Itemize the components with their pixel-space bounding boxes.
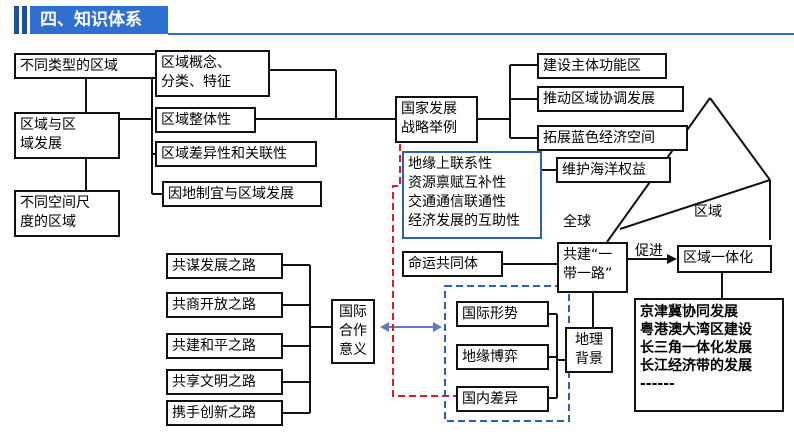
community-box: 命运共同体	[402, 251, 503, 277]
arrowhead	[433, 322, 442, 332]
header-accent-bar	[22, 6, 27, 34]
regional-label: 区域	[694, 204, 722, 220]
box-label: 携手创新之路	[172, 405, 256, 421]
box-label: 国家发展	[401, 101, 457, 117]
box-label: 国际	[339, 304, 367, 320]
adapt-box: 因地制宜与区域发展	[162, 181, 322, 207]
box-label: 建设主体功能区	[543, 58, 641, 74]
box-label: 共享文明之路	[172, 374, 256, 390]
section-title: 四、知识体系	[30, 6, 168, 34]
box-label: 共建“一	[563, 247, 613, 263]
box-label: 资源禀赋互补性	[408, 175, 506, 191]
example-item: ------	[640, 376, 675, 392]
header-accent-bar	[14, 6, 19, 34]
box-label: 背景	[575, 351, 603, 367]
integration-examples-box: 京津冀协同发展 粤港澳大湾区建设 长三角一体化发展 长江经济带的发展 -----…	[634, 298, 784, 412]
path-box: 共商开放之路	[166, 292, 283, 318]
box-label: 战略举例	[401, 120, 457, 136]
integrity-box: 区域整体性	[155, 107, 256, 133]
integration-box: 区域一体化	[677, 245, 772, 273]
path-box: 共享文明之路	[166, 369, 283, 395]
path-box: 共谋发展之路	[166, 253, 283, 279]
scale-region-box: 不同空间尺 度的区域	[14, 190, 120, 237]
example-item: 长江经济带的发展	[640, 358, 752, 374]
box-label: 共谋发展之路	[172, 258, 256, 274]
concepts-box: 区域概念、 分类、特征	[155, 50, 270, 97]
geography-background-box: 地理 背景	[565, 327, 613, 373]
strategy-item-4: 维护海洋权益	[556, 157, 671, 183]
box-label: 区域概念、	[161, 55, 231, 71]
strategy-item-1: 建设主体功能区	[537, 53, 667, 79]
box-label: 命运共同体	[408, 256, 478, 272]
box-label: 域发展	[20, 136, 62, 152]
header-underline	[168, 33, 794, 35]
background-item-3: 国内差异	[456, 386, 549, 412]
box-label: 意义	[339, 342, 367, 358]
box-label: 区域差异性和关联性	[161, 146, 287, 162]
box-label: 推动区域协调发展	[543, 91, 655, 107]
box-label: 共建和平之路	[172, 338, 256, 354]
example-item: 粤港澳大湾区建设	[640, 322, 752, 338]
background-item-1: 国际形势	[456, 301, 549, 327]
box-label: 经济发展的互助性	[408, 213, 520, 229]
box-label: 分类、特征	[161, 74, 231, 90]
global-label: 全球	[563, 214, 591, 230]
box-label: 拓展蓝色经济空间	[543, 130, 655, 146]
box-label: 交通通信联通性	[408, 194, 506, 210]
box-label: 不同空间尺	[20, 195, 90, 211]
box-label: 区域整体性	[161, 112, 231, 128]
region-development-box: 区域与区 域发展	[14, 112, 120, 159]
path-box: 共建和平之路	[166, 333, 283, 359]
box-label: 不同类型的区域	[20, 58, 118, 74]
box-label: 区域一体化	[683, 250, 753, 266]
strategy-item-3: 拓展蓝色经济空间	[537, 125, 688, 151]
type-region-box: 不同类型的区域	[14, 53, 162, 79]
box-label: 国际形势	[462, 306, 518, 322]
arrowhead	[667, 254, 677, 264]
box-label: 区域与区	[20, 117, 76, 133]
section-header: 四、知识体系	[0, 0, 794, 40]
box-label: 因地制宜与区域发展	[168, 186, 294, 202]
promote-label: 促进	[635, 243, 663, 259]
strategy-box: 国家发展 战略举例	[395, 96, 478, 143]
box-label: 地缘博弈	[462, 349, 518, 365]
box-label: 地缘上联系性	[408, 156, 492, 172]
box-label: 度的区域	[20, 214, 76, 230]
belt-road-box: 共建“一 带一路”	[557, 242, 628, 293]
significance-box: 国际 合作 意义	[331, 299, 375, 364]
arrowhead	[380, 322, 389, 332]
strategy-item-2: 推动区域协调发展	[537, 86, 684, 112]
path-box: 携手创新之路	[166, 400, 283, 426]
ties-box: 地缘上联系性 资源禀赋互补性 交通通信联通性 经济发展的互助性	[402, 151, 542, 239]
example-item: 京津冀协同发展	[640, 304, 738, 320]
box-label: 带一路”	[563, 266, 613, 282]
box-label: 国内差异	[462, 391, 518, 407]
connector	[619, 179, 771, 230]
red-dashed-link	[392, 144, 456, 397]
box-label: 合作	[339, 323, 367, 339]
example-item: 长三角一体化发展	[640, 340, 752, 356]
difference-box: 区域差异性和关联性	[155, 141, 317, 167]
box-label: 维护海洋权益	[562, 162, 646, 178]
box-label: 共商开放之路	[172, 297, 256, 313]
background-item-2: 地缘博弈	[456, 344, 549, 370]
connector	[709, 97, 771, 181]
box-label: 地理	[575, 332, 603, 348]
